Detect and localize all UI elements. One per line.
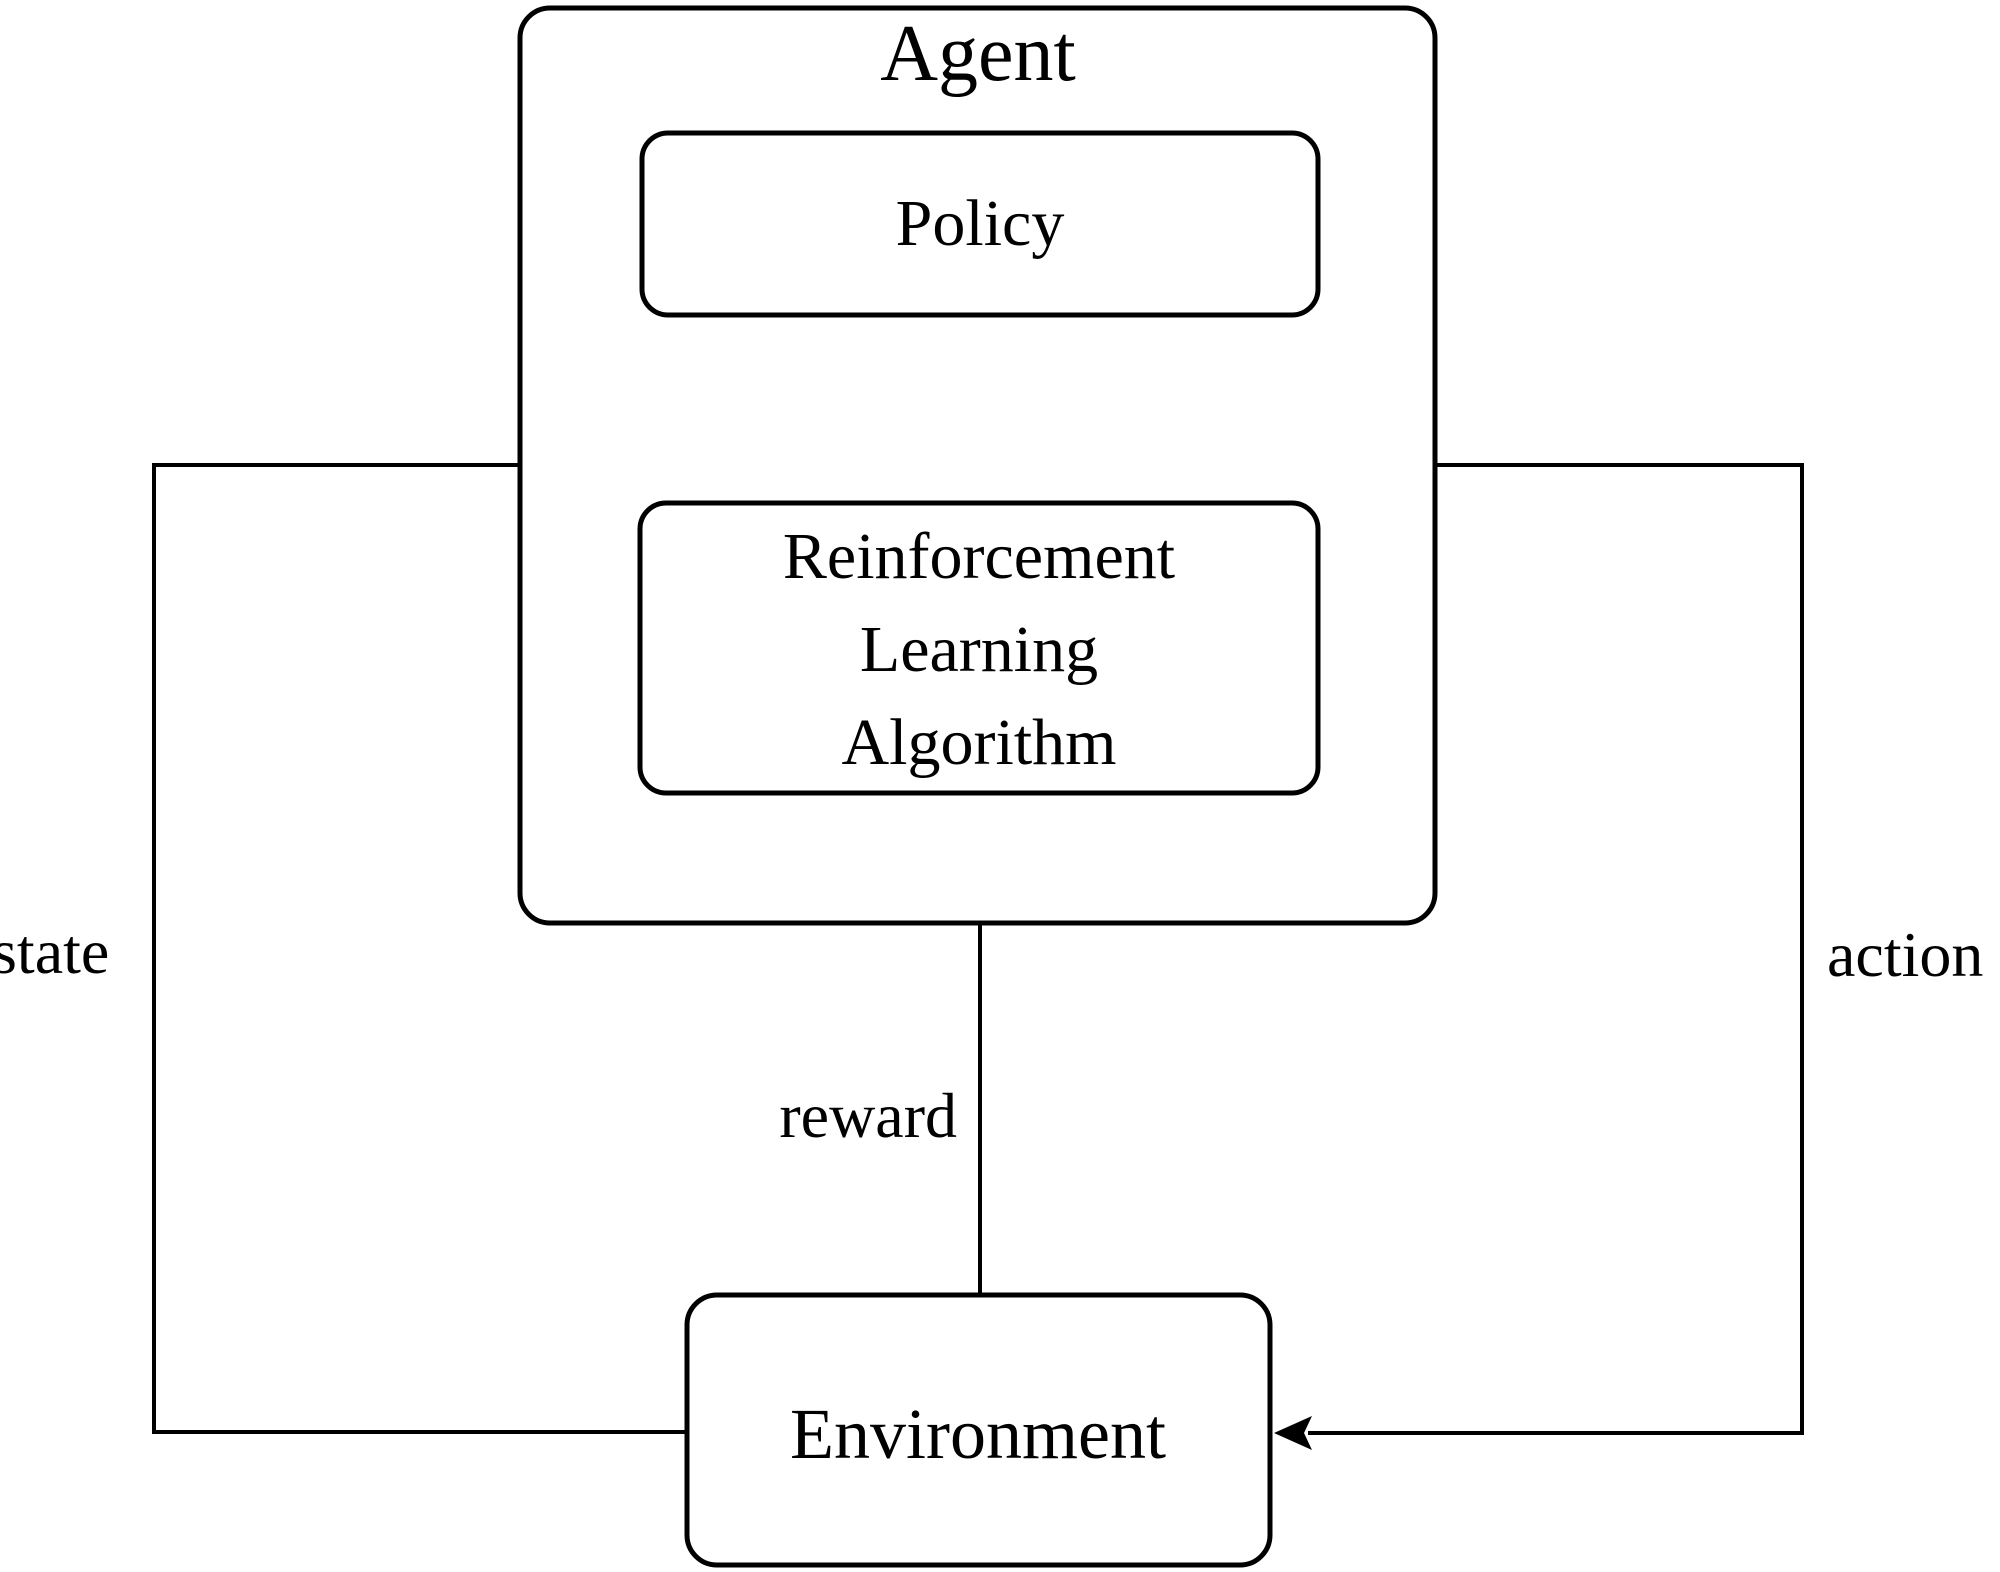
state-edge-label: state xyxy=(0,916,109,987)
agent-label: Agent xyxy=(880,10,1076,98)
environment-label: Environment xyxy=(790,1394,1166,1474)
rl-algorithm-label-line3: Algorithm xyxy=(842,706,1117,779)
rl-algorithm-label-line2: Learning xyxy=(860,613,1098,686)
reward-edge-label: reward xyxy=(779,1080,957,1151)
rl-algorithm-label-line1: Reinforcement xyxy=(783,520,1175,593)
action-arrowhead xyxy=(1274,1416,1312,1450)
environment-box xyxy=(684,1292,1273,1568)
policy-label: Policy xyxy=(896,187,1065,260)
action-edge-line xyxy=(1308,463,1804,1435)
policy-box xyxy=(639,130,1321,318)
state-edge-line xyxy=(152,463,687,1434)
rl-algorithm-box xyxy=(637,500,1321,796)
action-edge-label: action xyxy=(1827,919,1983,990)
